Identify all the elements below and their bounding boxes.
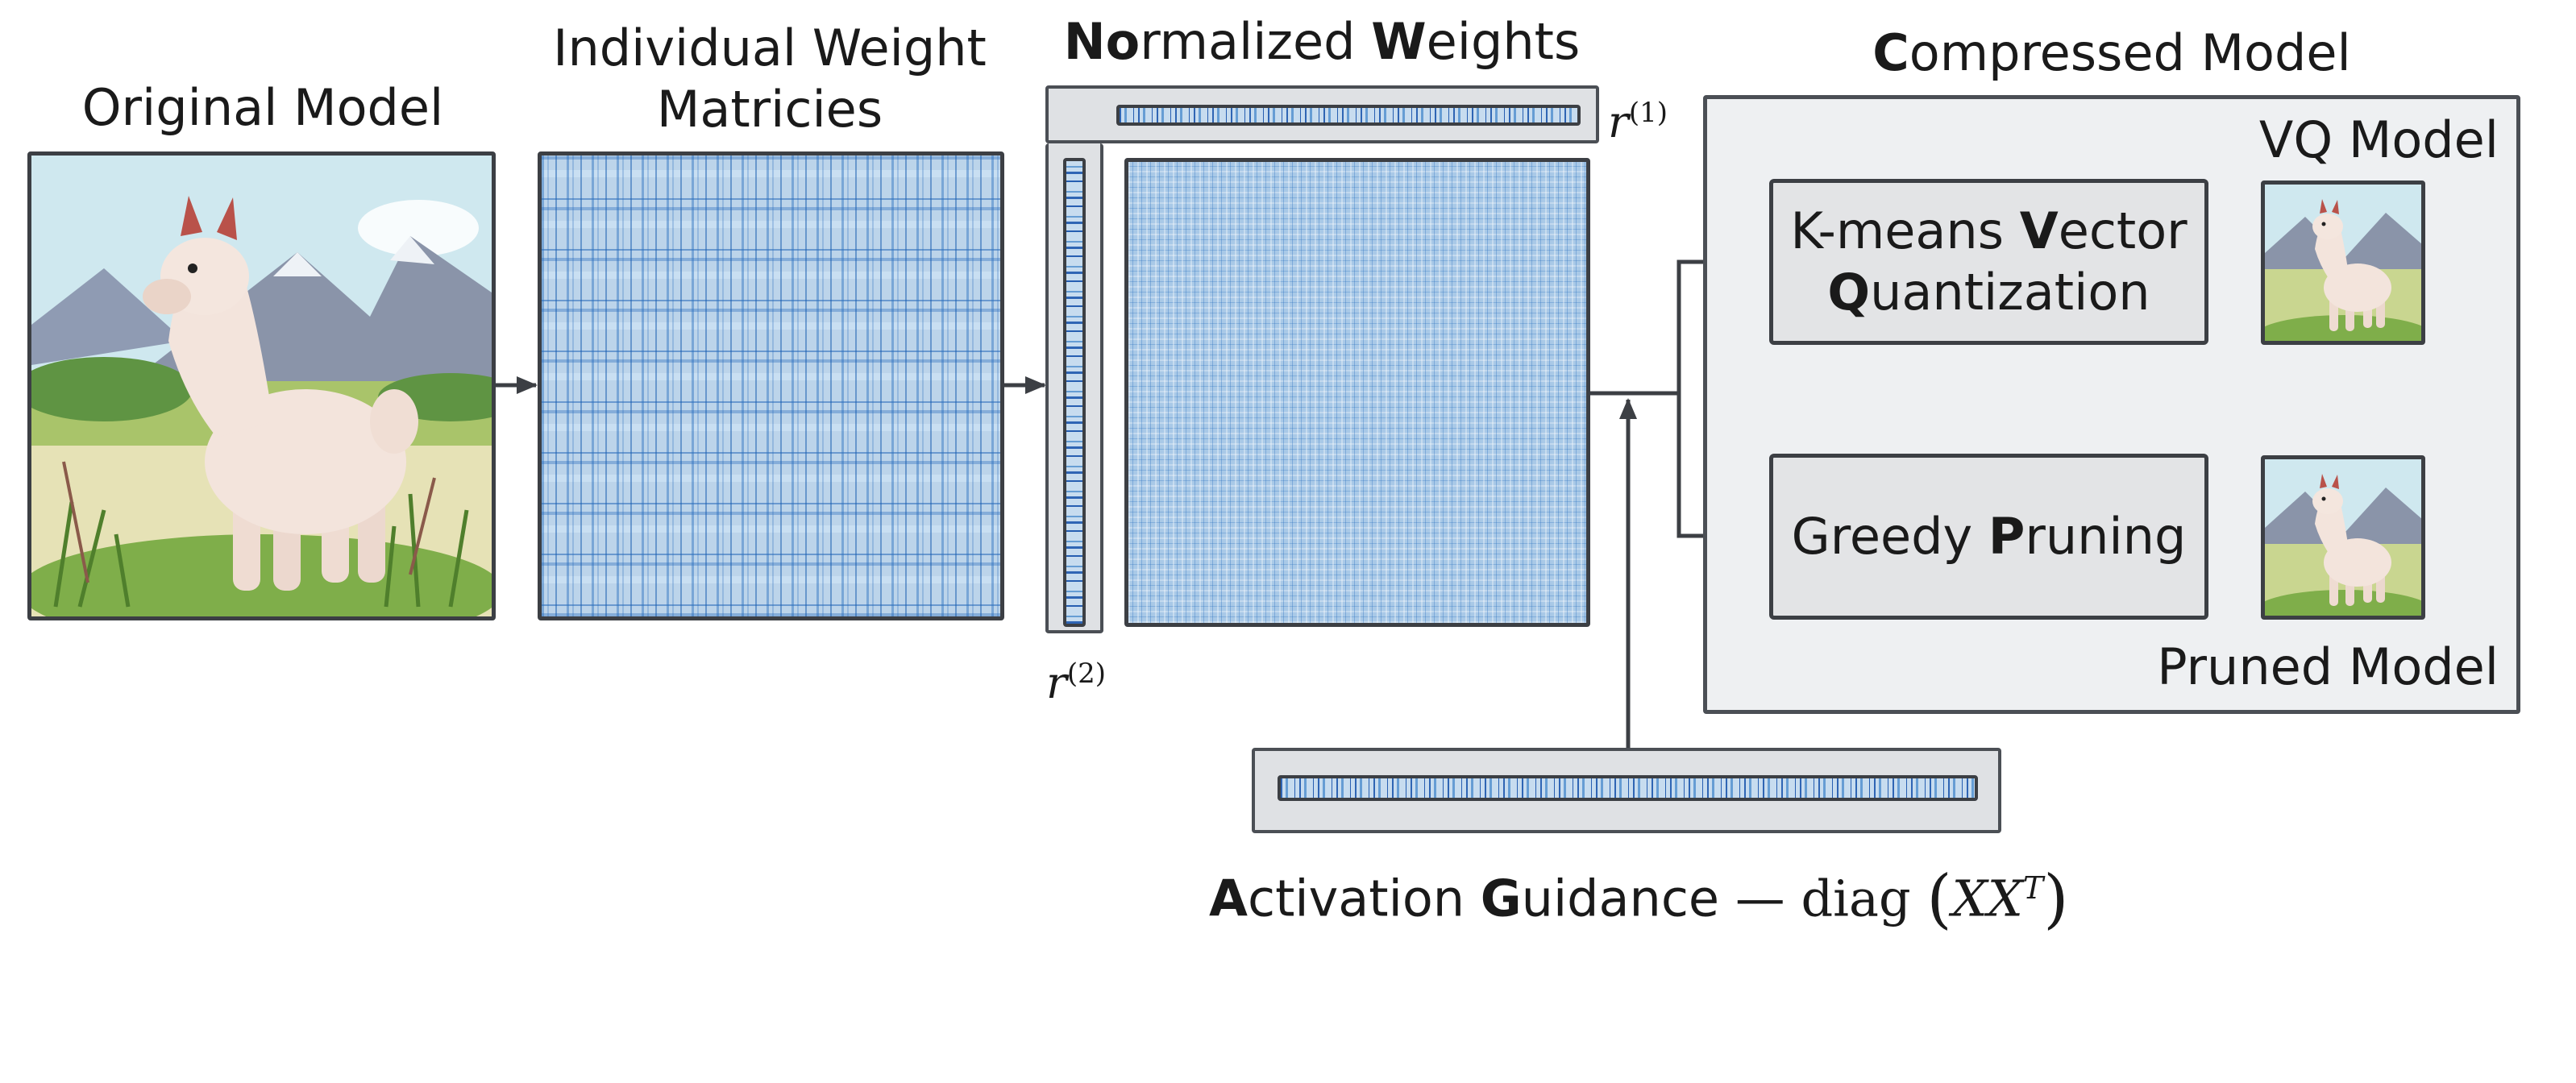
activation-vector xyxy=(1278,775,1978,801)
kmeans-vq-box: K-means Vector Quantization xyxy=(1769,179,2208,345)
individual-weight-title-line2: Matricies xyxy=(656,80,883,139)
llama-icon xyxy=(2265,459,2421,616)
original-model-image xyxy=(27,151,496,620)
column-scale-vector-r2 xyxy=(1063,158,1086,627)
normalized-weight-matrix-heatmap xyxy=(1124,158,1590,627)
pruned-model-label: Pruned Model xyxy=(2157,637,2499,696)
greedy-pruning-box: Greedy Pruning xyxy=(1769,454,2208,620)
llama-icon xyxy=(2265,185,2421,341)
activation-guidance-caption: Activation Guidance — diag (XXT) xyxy=(1209,861,2069,936)
compressed-model-title: Compressed Model xyxy=(1872,23,2351,82)
llama-icon xyxy=(31,156,492,616)
normalized-weights-title: Normalized Weights xyxy=(1063,12,1581,71)
row-scale-vector-r1 xyxy=(1116,105,1581,126)
pruned-model-image xyxy=(2261,455,2425,620)
weight-matrix-heatmap xyxy=(538,151,1004,620)
r2-label: r(2) xyxy=(1046,658,1106,708)
original-model-title: Original Model xyxy=(81,78,444,137)
vq-model-image xyxy=(2261,180,2425,345)
r1-label: r(1) xyxy=(1608,97,1668,147)
vq-model-label: VQ Model xyxy=(2258,110,2499,169)
individual-weight-title-line1: Individual Weight xyxy=(553,19,987,77)
